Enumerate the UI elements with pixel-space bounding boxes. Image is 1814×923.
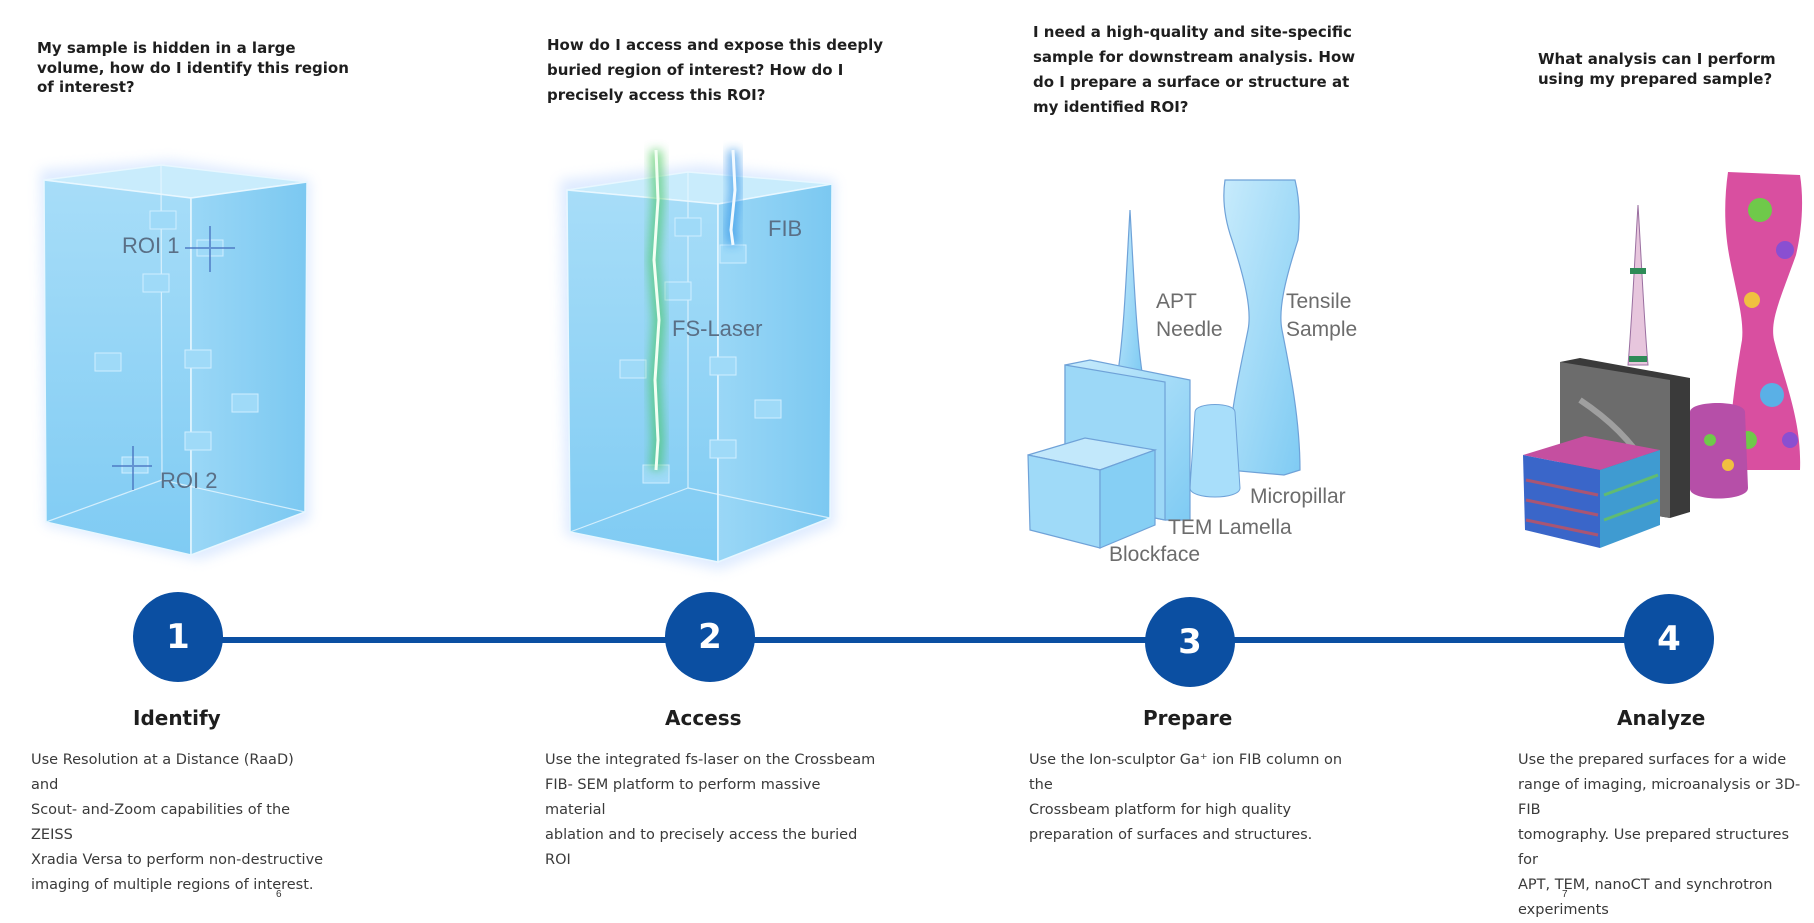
question-access: How do I access and expose this deeply b… [547,36,884,104]
volume-identify-figure [40,160,310,560]
step-title-identify: Identify [133,706,221,730]
step-3-circle: 3 [1145,597,1235,687]
page-number-right: 7 [1562,889,1568,900]
timeline-line [190,637,1640,643]
question-analyze: What analysis can I perform using my pre… [1538,50,1776,88]
analyze-structures-figure [1523,172,1803,548]
step-title-analyze: Analyze [1617,706,1706,730]
step-title-prepare: Prepare [1143,706,1233,730]
description-access: Use the integrated fs-laser on the Cross… [545,752,876,868]
description-prepare: Use the Ion-sculptor Ga⁺ ion FIB column … [1029,752,1343,843]
question-prepare: I need a high-quality and site-specific … [1033,23,1356,116]
step-2-circle: 2 [665,592,755,682]
prepare-structures-figure [1027,179,1301,549]
page-number-left: 6 [276,889,282,900]
volume-access-figure [560,149,835,570]
step-1-circle: 1 [133,592,223,682]
description-analyze: Use the prepared surfaces for a wide ran… [1518,752,1801,918]
step-4-circle: 4 [1624,594,1714,684]
question-identify: My sample is hidden in a large volume, h… [37,39,349,96]
description-identify: Use Resolution at a Distance (RaaD) and … [31,752,324,893]
step-title-access: Access [665,706,742,730]
